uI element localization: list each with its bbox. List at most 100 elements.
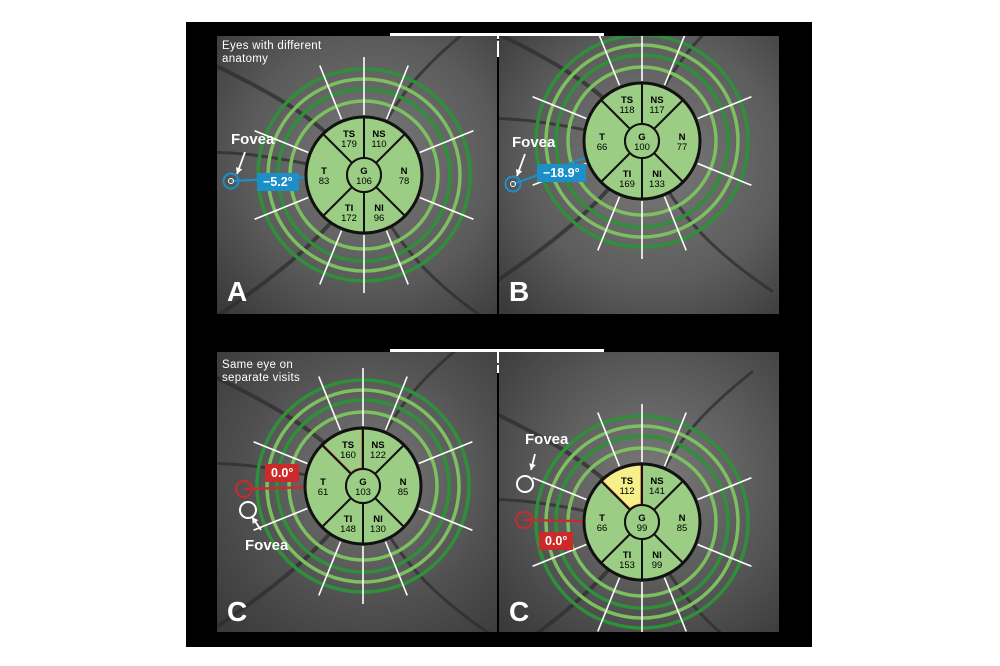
sector-value-n: 85 (677, 523, 688, 534)
sector-label-n: N (400, 477, 407, 488)
sector-g (624, 123, 660, 159)
sector-label-g: G (638, 132, 645, 143)
sector-label-g: G (360, 166, 367, 177)
sector-g (624, 504, 660, 540)
sector-value-t: 61 (318, 487, 329, 498)
fovea-marker (516, 475, 534, 493)
sector-label-ti: TI (623, 169, 631, 180)
sector-label-ni: NI (652, 550, 662, 561)
disc-outline (304, 115, 424, 235)
disc-outline (582, 462, 702, 582)
fovea-arrow-head (252, 517, 259, 524)
sector-spoke (597, 196, 621, 251)
sector-label-ns: NS (371, 440, 384, 451)
sector-value-t: 83 (319, 176, 330, 187)
sector-label-ts: TS (621, 476, 633, 487)
sector-value-n: 85 (398, 487, 409, 498)
sector-spoke (384, 376, 408, 431)
note-bottom-line2: separate visits (222, 372, 301, 384)
sector-value-ni: 99 (652, 560, 663, 571)
sector-value-g: 103 (355, 487, 371, 498)
sector-label-ti: TI (623, 550, 631, 561)
fovea-label: Fovea (245, 537, 289, 554)
sector-value-g: 106 (356, 176, 372, 187)
sector-label-g: G (359, 477, 366, 488)
fovea-arrow-head (235, 167, 243, 174)
sector-value-ti: 148 (340, 524, 356, 535)
sector-spoke (663, 577, 687, 632)
sector-label-t: T (599, 513, 605, 524)
figure-board: With SPECTRALIS APS Without APS TS179NS1… (186, 22, 812, 647)
sector-spoke (597, 577, 621, 632)
sector-spoke (663, 36, 686, 86)
sector-label-t: T (321, 166, 327, 177)
sector-spoke (253, 441, 308, 465)
sector-label-ti: TI (345, 203, 353, 214)
fovea-label: Fovea (525, 431, 569, 448)
sector-label-ts: TS (621, 95, 633, 106)
sector-spoke (663, 196, 687, 251)
sector-label-n: N (679, 513, 686, 524)
sector-spoke (697, 162, 752, 186)
panel-letter: B (509, 276, 530, 307)
sector-spoke (384, 541, 408, 596)
sector-spoke (254, 196, 309, 220)
sector-spoke (697, 477, 752, 501)
sector-value-ts: 112 (619, 486, 634, 497)
sector-value-ni: 130 (370, 524, 386, 535)
sector-spoke (318, 376, 342, 431)
sector-spoke (663, 412, 687, 467)
sector-label-ns: NS (650, 476, 663, 487)
sector-spoke (532, 477, 587, 501)
fovea-marker (239, 501, 257, 519)
angle-tag: 0.0° (265, 464, 300, 482)
sector-value-ts: 118 (619, 105, 634, 116)
fovea-reference-marker (235, 480, 253, 498)
note-top-line1: Eyes with different (222, 40, 322, 52)
sector-value-ti: 153 (619, 560, 635, 571)
sector-label-ns: NS (372, 129, 385, 140)
sector-g (346, 157, 382, 193)
sector-spoke (419, 196, 474, 220)
sector-value-ns: 141 (649, 486, 665, 497)
sector-spoke (697, 543, 752, 567)
sector-value-ts: 160 (340, 450, 356, 461)
sector-label-ts: TS (343, 129, 355, 140)
sector-spoke (418, 441, 473, 465)
sector-value-ni: 96 (374, 213, 385, 224)
sector-value-ni: 133 (649, 179, 665, 190)
disc-outline (582, 81, 702, 201)
sector-label-ns: NS (650, 95, 663, 106)
sector-value-n: 77 (677, 142, 688, 153)
sector-value-g: 99 (637, 523, 648, 534)
fovea-center (228, 178, 234, 184)
sector-spoke (597, 412, 621, 467)
note-bottom-line1: Same eye on (222, 359, 294, 371)
sector-spoke (697, 96, 752, 120)
sector-spoke (254, 130, 309, 154)
sector-label-t: T (320, 477, 326, 488)
sector-value-ns: 122 (370, 450, 386, 461)
sector-label-ni: NI (373, 514, 383, 525)
note-top: Eyes with different anatomy (222, 40, 321, 66)
panel-letter: C (509, 596, 530, 627)
sector-label-ti: TI (344, 514, 352, 525)
panel-letter: C (227, 596, 248, 627)
sector-label-n: N (401, 166, 408, 177)
sector-label-g: G (638, 513, 645, 524)
angle-tag: 0.0° (539, 532, 574, 550)
sector-spoke (532, 543, 587, 567)
sector-spoke (319, 65, 343, 120)
sector-value-n: 78 (399, 176, 410, 187)
fovea-marker (222, 172, 240, 190)
note-top-line2: anatomy (222, 53, 269, 65)
fovea-arrow-head (529, 463, 536, 470)
sector-spoke (532, 96, 587, 120)
sector-label-ts: TS (342, 440, 354, 451)
panel-letter: A (227, 276, 248, 307)
